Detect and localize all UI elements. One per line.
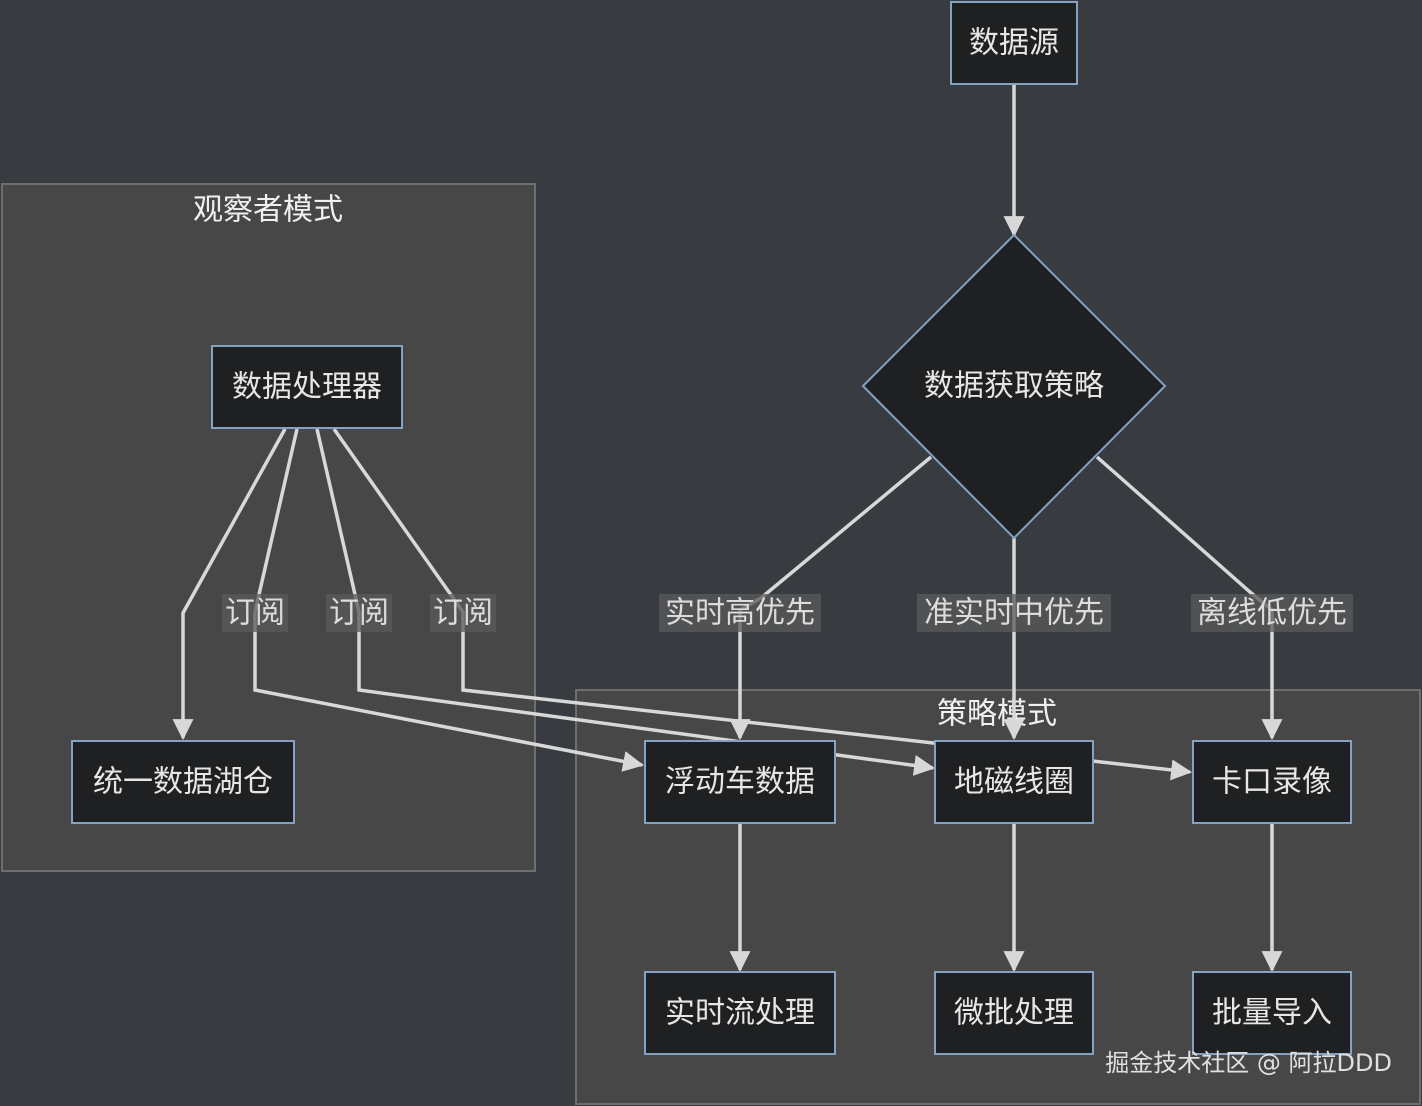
observer-cluster-title: 观察者模式 — [193, 193, 343, 228]
svg-text:微批处理: 微批处理 — [954, 996, 1074, 1031]
node-realtime-stream: 实时流处理 — [644, 971, 836, 1055]
edge-processor-subscribe-floating-car — [253, 428, 645, 772]
watermark: 掘金技术社区 @ 阿拉DDD — [1105, 1049, 1392, 1077]
edge-label-high-priority: 实时高优先 — [659, 594, 821, 632]
svg-text:卡口录像: 卡口录像 — [1212, 765, 1332, 800]
node-floating-car-data: 浮动车数据 — [644, 740, 836, 824]
svg-text:浮动车数据: 浮动车数据 — [665, 765, 815, 800]
edge-label-mid-priority: 准实时中优先 — [917, 594, 1111, 632]
svg-text:实时高优先: 实时高优先 — [665, 596, 815, 631]
edge-label-subscribe-2: 订阅 — [326, 594, 392, 632]
edge-label-subscribe-3: 订阅 — [430, 594, 496, 632]
node-micro-batch: 微批处理 — [934, 971, 1094, 1055]
edge-processor-subscribe-loop — [315, 428, 936, 776]
svg-text:地磁线圈: 地磁线圈 — [954, 765, 1074, 800]
node-checkpoint-video: 卡口录像 — [1192, 740, 1352, 824]
strategy-cluster-title: 策略模式 — [937, 697, 1057, 732]
svg-text:数据源: 数据源 — [969, 26, 1059, 61]
edge-label-low-priority: 离线低优先 — [1191, 594, 1353, 632]
svg-text:实时流处理: 实时流处理 — [665, 996, 815, 1031]
node-data-source: 数据源 — [950, 1, 1078, 85]
svg-text:数据处理器: 数据处理器 — [232, 370, 382, 405]
svg-text:订阅: 订阅 — [329, 596, 389, 631]
svg-text:统一数据湖仓: 统一数据湖仓 — [93, 765, 273, 800]
svg-text:数据获取策略: 数据获取策略 — [924, 369, 1104, 404]
svg-text:订阅: 订阅 — [225, 596, 285, 631]
edge-label-subscribe-1: 订阅 — [222, 594, 288, 632]
node-batch-import: 批量导入 — [1192, 971, 1352, 1055]
edge-processor-subscribe-checkpoint — [332, 427, 1193, 781]
svg-text:离线低优先: 离线低优先 — [1197, 596, 1347, 631]
svg-text:准实时中优先: 准实时中优先 — [924, 596, 1104, 631]
node-data-processor: 数据处理器 — [211, 345, 403, 429]
node-magnetic-loop: 地磁线圈 — [934, 740, 1094, 824]
svg-text:批量导入: 批量导入 — [1212, 996, 1332, 1031]
svg-text:订阅: 订阅 — [433, 596, 493, 631]
node-unified-data-lake: 统一数据湖仓 — [71, 740, 295, 824]
node-decision-strategy: 数据获取策略 — [861, 233, 1167, 540]
edge-processor-to-lake — [172, 428, 287, 741]
